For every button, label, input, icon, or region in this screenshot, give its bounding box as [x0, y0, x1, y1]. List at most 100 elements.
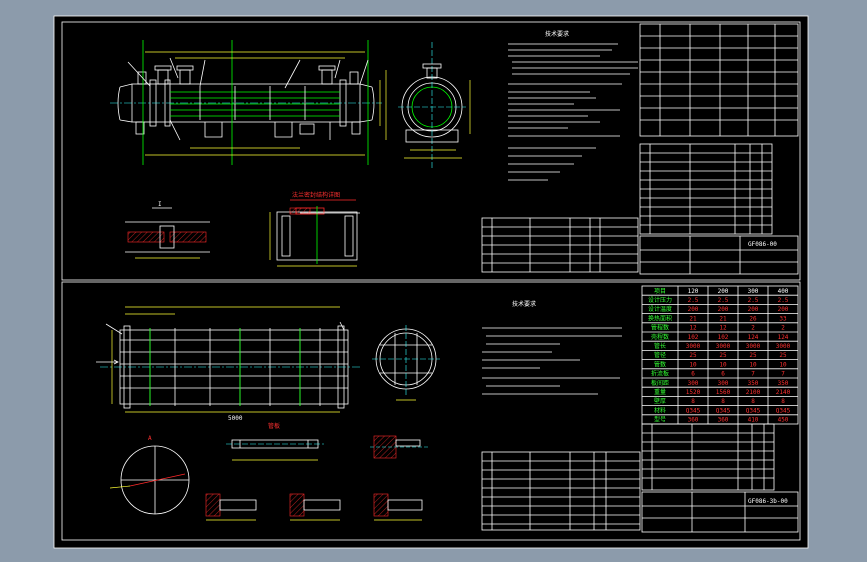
property-table-cell: 2.5	[778, 297, 789, 304]
top-flange-seal-detail: 法兰密封结构详图	[269, 191, 360, 267]
property-table-cell: 2100	[746, 389, 761, 396]
property-table-cell: 360	[718, 417, 729, 424]
property-table-cell: 2	[781, 325, 785, 332]
property-table-cell: 10	[719, 361, 727, 368]
property-table-cell: 124	[778, 334, 789, 341]
bottom-table-title: 管板	[268, 422, 280, 430]
top-exchanger-elevation	[110, 40, 387, 165]
bottom-joint-details	[205, 493, 423, 521]
property-table-cell: 设计温度	[648, 305, 672, 313]
bottom-overall-dimension: 5000	[228, 415, 243, 422]
property-table-cell: 26	[749, 315, 757, 322]
top-notes-title: 技术要求	[545, 30, 569, 38]
section-view-title: 法兰密封结构详图	[292, 191, 340, 199]
property-table-header-cell: 项目	[654, 288, 666, 295]
property-table-cell: 2	[751, 325, 755, 332]
property-table-cell: 折流板	[651, 370, 669, 378]
property-table-header-cell: 200	[718, 288, 729, 295]
bottom-weld-detail	[370, 435, 430, 459]
property-table-cell: 3000	[746, 343, 761, 350]
property-table-cell: 7	[781, 371, 785, 378]
bottom-technical-notes: 技术要求	[482, 300, 622, 395]
bottom-drawing-number: GF086-3b-00	[748, 498, 788, 505]
property-table-cell: Q345	[686, 407, 701, 414]
property-table-cell: 10	[689, 361, 697, 368]
property-table-cell: 102	[718, 334, 729, 341]
property-table-cell: 10	[749, 361, 757, 368]
property-table-cell: 管径	[654, 351, 666, 359]
property-table-cell: 6	[721, 371, 725, 378]
property-table-cell: 200	[778, 306, 789, 313]
top-design-data-table	[639, 23, 799, 137]
property-table-cell: 2.5	[718, 297, 729, 304]
bottom-notes-title: 技术要求	[512, 300, 536, 308]
property-table-cell: 21	[719, 315, 727, 322]
bottom-title-block: GF086-3b-00	[641, 491, 799, 533]
property-table-cell: 8	[781, 398, 785, 405]
property-table-cell: 7	[751, 371, 755, 378]
property-table-header-cell: 120	[688, 288, 699, 295]
property-table-cell: 1520	[686, 389, 701, 396]
bottom-parts-list	[481, 423, 775, 531]
top-drawing-number: GF086-00	[748, 241, 777, 248]
property-table-cell: Q345	[776, 407, 791, 414]
property-table-cell: 10	[779, 361, 787, 368]
property-table-cell: 33	[779, 315, 787, 322]
property-table-cell: 450	[778, 417, 789, 424]
sheet-frame-outer	[53, 15, 809, 549]
property-table-cell: 板间距	[651, 379, 669, 387]
property-table-cell: 管长	[654, 342, 666, 350]
property-table-cell: 200	[718, 306, 729, 313]
property-table-cell: 25	[719, 352, 727, 359]
top-technical-notes: 技术要求	[508, 30, 638, 181]
property-table-cell: 换热面积	[648, 314, 672, 322]
property-table-cell: 设计压力	[648, 296, 672, 304]
top-parts-list	[481, 143, 773, 273]
property-table-cell: 材料	[654, 406, 666, 414]
property-table-cell: Q345	[716, 407, 731, 414]
bottom-section-label: A	[148, 435, 152, 442]
property-table-cell: 8	[691, 398, 695, 405]
bottom-tie-rod-detail: 管板	[226, 422, 324, 461]
property-table-cell: 3000	[776, 343, 791, 350]
property-table-cell: 3000	[716, 343, 731, 350]
property-table-cell: 350	[748, 380, 759, 387]
property-table-cell: Q345	[746, 407, 761, 414]
property-table-cell: 102	[688, 334, 699, 341]
property-table-cell: 管程数	[651, 324, 669, 332]
property-table-cell: 25	[689, 352, 697, 359]
property-table-cell: 壁厚	[654, 397, 666, 405]
property-table-cell: 3000	[686, 343, 701, 350]
top-end-view	[398, 42, 471, 168]
section-I-label: I	[158, 201, 162, 208]
property-table-cell: 200	[688, 306, 699, 313]
sheet-frame-bottom	[61, 281, 801, 541]
property-table-cell: 12	[689, 325, 697, 332]
property-table-header-cell: 400	[778, 288, 789, 295]
property-table-cell: 8	[721, 398, 725, 405]
bottom-end-view	[372, 325, 440, 401]
property-table-cell: 12	[719, 325, 727, 332]
bottom-property-table: 项目 120 200 300 400 设计压力 2.5 2.5 2.5 2.5 设计温度 200 200…	[641, 285, 799, 425]
top-detail-I: I	[125, 201, 210, 259]
property-table-cell: 1560	[716, 389, 731, 396]
property-table-cell: 200	[748, 306, 759, 313]
property-table-cell: 300	[718, 380, 729, 387]
property-table-cell: 型号	[654, 416, 666, 424]
property-table-cell: 2140	[776, 389, 791, 396]
property-table-cell: 6	[691, 371, 695, 378]
property-table-cell: 8	[751, 398, 755, 405]
property-table-cell: 2.5	[688, 297, 699, 304]
sheet-frame-top	[61, 21, 801, 281]
property-table-cell: 2.5	[748, 297, 759, 304]
bottom-tube-bundle-elevation: 5000	[96, 306, 360, 422]
property-table-cell: 25	[749, 352, 757, 359]
property-table-cell: 重量	[654, 388, 666, 396]
property-table-cell: 壳程数	[651, 333, 669, 341]
bottom-tubesheet-view: A	[109, 435, 190, 515]
property-table-cell: 410	[748, 417, 759, 424]
property-table-cell: 124	[748, 334, 759, 341]
property-table-cell: 管数	[654, 360, 666, 368]
